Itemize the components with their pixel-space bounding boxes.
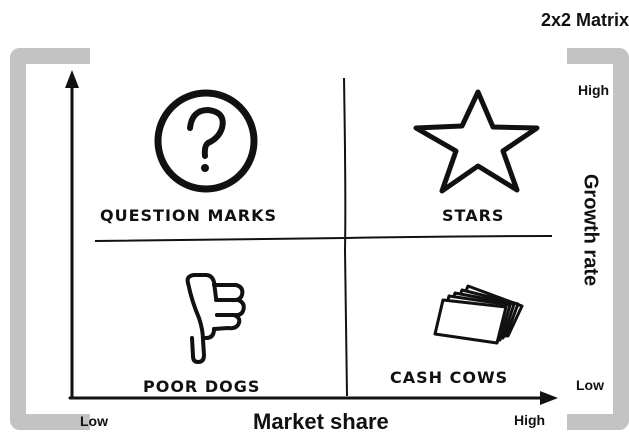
x-axis-high-label: High xyxy=(514,412,546,428)
vertical-divider xyxy=(343,77,348,397)
left-bracket xyxy=(10,48,90,430)
y-axis-arrowhead xyxy=(65,70,79,88)
quadrant-poor-dogs-label: Poor Dogs xyxy=(143,377,261,396)
star-icon xyxy=(413,89,540,194)
x-axis-label: Market share xyxy=(253,409,389,434)
quadrant-question-marks-label: Question Marks xyxy=(100,206,278,225)
y-axis-label: Growth rate xyxy=(579,173,602,287)
y-axis-high-label: High xyxy=(578,82,610,98)
question-circle-icon xyxy=(154,89,258,193)
horizontal-divider xyxy=(94,235,553,242)
x-axis-arrowhead xyxy=(540,391,558,405)
quadrant-cash-cows-label: Cash Cows xyxy=(390,368,509,387)
x-axis-low-label: Low xyxy=(80,413,108,429)
cash-bills-icon xyxy=(433,284,524,345)
y-axis-low-label: Low xyxy=(576,377,604,393)
thumbs-down-icon xyxy=(185,273,246,364)
right-bracket xyxy=(567,48,629,430)
quadrant-stars-label: Stars xyxy=(442,206,505,225)
diagram-title: 2x2 Matrix xyxy=(540,10,629,30)
